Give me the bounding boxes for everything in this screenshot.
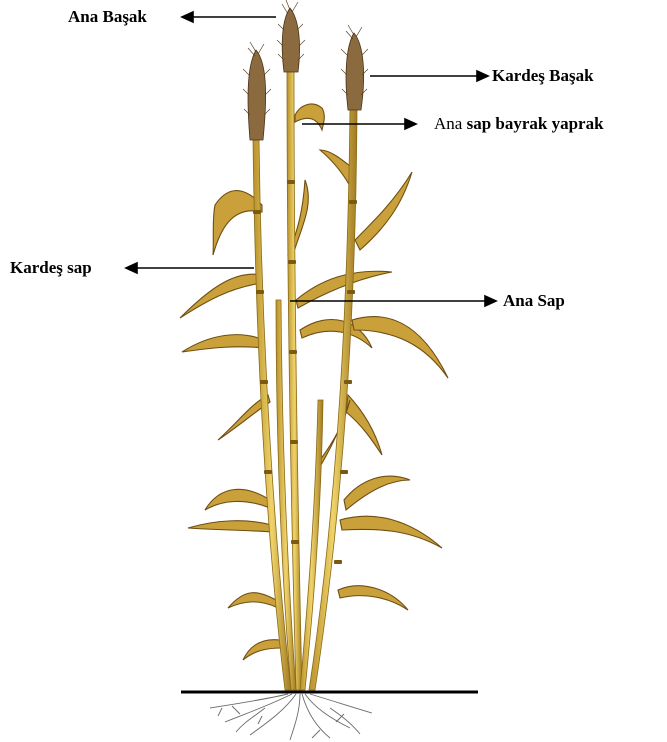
label-kardes-basak: Kardeş Başak: [492, 66, 594, 86]
label-ana-sap-bayrak-yaprak: Ana sap bayrak yaprak: [434, 114, 604, 134]
annotation-arrows: [126, 12, 496, 306]
label-bayrak-part-a: Ana: [434, 114, 462, 133]
label-bayrak-part-b: sap bayrak yaprak: [467, 114, 604, 133]
roots: [210, 694, 372, 740]
tiller-spike-left: [248, 50, 266, 140]
label-kardes-sap: Kardeş sap: [10, 258, 92, 278]
label-ana-basak: Ana Başak: [68, 7, 147, 27]
label-ana-sap: Ana Sap: [503, 291, 565, 311]
main-spike: [282, 8, 299, 72]
tiller-spike-right: [346, 33, 364, 110]
